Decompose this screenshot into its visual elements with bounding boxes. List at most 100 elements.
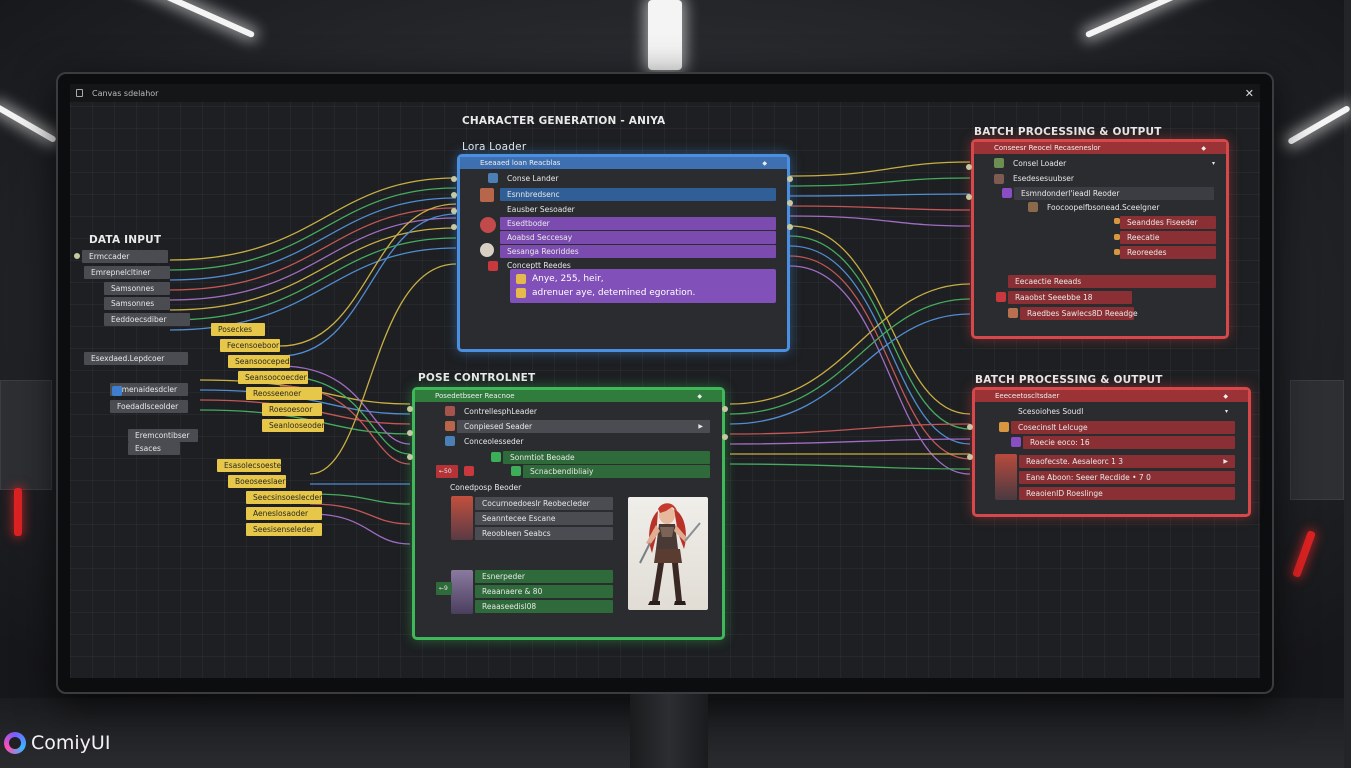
- batch-row[interactable]: Reecatie: [1120, 231, 1216, 244]
- node-port[interactable]: [451, 192, 457, 198]
- yellow-node[interactable]: Fecensoeboor: [220, 339, 280, 352]
- pose-row[interactable]: Scnacbendibliaiy: [523, 465, 710, 478]
- pose-row[interactable]: Sonmtiot Beoade: [503, 451, 710, 464]
- positive-prompt-textbox[interactable]: Anye, 255, heir, adrenuer aye, detemined…: [510, 269, 776, 303]
- node-header[interactable]: Eeeceetoscltsdaer ◆: [975, 390, 1248, 402]
- pose-row[interactable]: Conpiesed Seader▶: [457, 420, 710, 433]
- data-input-subrow[interactable]: Foedadlsceolder: [110, 400, 188, 413]
- collapse-icon[interactable]: ◆: [762, 159, 767, 167]
- window-titlebar: Canvas sdelahor ✕: [70, 84, 1260, 102]
- lora-row[interactable]: Conse Lander: [507, 174, 559, 183]
- canvas-screen[interactable]: Canvas sdelahor ✕: [70, 84, 1260, 678]
- batch-row[interactable]: Reaofecste. Aesaleorc 1 3▶: [1019, 455, 1235, 468]
- pose-row[interactable]: Esnerpeder: [475, 570, 613, 583]
- batch-row[interactable]: ReaoienID Roeslinge: [1019, 487, 1235, 500]
- batch-row[interactable]: Esmndonderl'ieadl Reoder: [1014, 187, 1214, 200]
- node-port[interactable]: [967, 454, 973, 460]
- batch-row[interactable]: Eecaectie Reeads: [1008, 275, 1216, 288]
- batch-row[interactable]: Reoreedes: [1120, 246, 1216, 259]
- batch-row[interactable]: Foocoopelfbsonead.Sceelgner: [1047, 203, 1160, 212]
- node-port[interactable]: [787, 200, 793, 206]
- node-port[interactable]: [722, 434, 728, 440]
- lora-row[interactable]: Esnnbredsenc: [500, 188, 776, 201]
- yellow-node[interactable]: Boeoseeslaer: [228, 475, 286, 488]
- node-header[interactable]: Eseaaed loan Reacblas ◆: [460, 157, 787, 169]
- lora-row[interactable]: Eausber Sesoader: [507, 205, 575, 214]
- batch-row[interactable]: Raaobst Seeebbe 18: [1008, 291, 1132, 304]
- yellow-node[interactable]: Seanlooseoder: [262, 419, 325, 432]
- image-thumb-icon: [480, 188, 494, 202]
- batch-output-node-bottom[interactable]: Eeeceetoscltsdaer ◆ Scesoiohes Soudl▾ Co…: [972, 387, 1251, 517]
- node-header[interactable]: Conseesr Reocel Recaseneslor ◆: [974, 142, 1226, 154]
- data-input-row[interactable]: Samsonnes: [104, 282, 170, 295]
- batch-row[interactable]: Raedbes Sawlecs8D Reeadge: [1020, 307, 1138, 320]
- yellow-node[interactable]: Roesoesoor: [262, 403, 322, 416]
- yellow-node[interactable]: Seansoocoecder: [238, 371, 308, 384]
- node-port[interactable]: [722, 406, 728, 412]
- pose-row[interactable]: Reaaseedisl08: [475, 600, 613, 613]
- yellow-node[interactable]: Seesisenseleder: [246, 523, 322, 536]
- lora-row[interactable]: Conceptt Reedes: [507, 261, 571, 270]
- pose-row[interactable]: Reoobleen Seabcs: [475, 527, 613, 540]
- input-port[interactable]: [74, 253, 80, 259]
- batch-row[interactable]: Eane Aboon: Seeer Recdide • 7 0: [1019, 471, 1235, 484]
- yellow-node[interactable]: Seansoocepedder: [228, 355, 302, 368]
- orange-tag-icon: [1114, 218, 1120, 224]
- batch-row[interactable]: Roecie eoco: 16: [1023, 436, 1235, 449]
- node-port[interactable]: [451, 208, 457, 214]
- data-input-row[interactable]: Samsonnes: [104, 297, 170, 310]
- data-input-row[interactable]: Eeddoecsdiber: [104, 313, 190, 326]
- node-port[interactable]: [407, 430, 413, 436]
- pose-row[interactable]: ContrellesphLeader: [464, 407, 537, 416]
- data-input-row[interactable]: Ermccader: [82, 250, 168, 263]
- pose-row[interactable]: Cocurnoedoeslr Reobecleder: [475, 497, 613, 510]
- lora-row[interactable]: Esedtboder: [500, 217, 776, 230]
- node-port[interactable]: [407, 454, 413, 460]
- collapse-icon[interactable]: ◆: [697, 392, 702, 400]
- data-input-row[interactable]: Emrepnelcltiner: [84, 266, 170, 279]
- pose-controlnet-node[interactable]: Posedetbseer Reacnoe ◆ ContrellesphLeade…: [412, 387, 725, 640]
- collapse-icon[interactable]: ◆: [1201, 144, 1206, 152]
- lora-loader-node[interactable]: Eseaaed loan Reacblas ◆ Conse Lander Esn…: [457, 154, 790, 352]
- close-icon[interactable]: ✕: [1244, 86, 1254, 100]
- lora-row[interactable]: Sesanga Reoriddes: [500, 245, 776, 258]
- node-port[interactable]: [787, 176, 793, 182]
- node-port[interactable]: [451, 176, 457, 182]
- batch-row[interactable]: Cosecinslt Lelcuge: [1011, 421, 1235, 434]
- data-input-subheader[interactable]: Esexdaed.Lepdcoer: [84, 352, 188, 365]
- batch-row[interactable]: Consel Loader▾: [1013, 159, 1215, 168]
- batch-row[interactable]: Esedesesuubser: [1013, 174, 1074, 183]
- node-port[interactable]: [966, 194, 972, 200]
- expand-arrow-icon[interactable]: ▶: [1223, 458, 1228, 465]
- expand-arrow-icon[interactable]: ▶: [698, 423, 703, 430]
- pose-chip[interactable]: ←9: [436, 582, 452, 595]
- node-port[interactable]: [967, 424, 973, 430]
- data-input-subrow[interactable]: Eremcontibser: [128, 429, 198, 442]
- yellow-node[interactable]: Seecsinsoeslecder: [246, 491, 322, 504]
- yellow-node[interactable]: Poseckes: [211, 323, 265, 336]
- pose-row[interactable]: Seanntecee Escane: [475, 512, 613, 525]
- lora-row[interactable]: Aoabsd Seccesay: [500, 231, 776, 244]
- batch-output-node-top[interactable]: Conseesr Reocel Recaseneslor ◆ Consel Lo…: [971, 139, 1229, 339]
- node-port[interactable]: [451, 224, 457, 230]
- data-input-subrow[interactable]: Esaces: [128, 442, 180, 455]
- node-header[interactable]: Posedetbseer Reacnoe ◆: [415, 390, 722, 402]
- node-port[interactable]: [787, 224, 793, 230]
- ceiling-light: [1084, 0, 1216, 39]
- batch-row[interactable]: Seanddes Fiseeder: [1120, 216, 1216, 229]
- data-input-subrow[interactable]: Emenaidesdcler: [110, 383, 188, 396]
- dropdown-arrow-icon[interactable]: ▾: [1224, 408, 1228, 415]
- pose-row[interactable]: Conedposp Beoder: [450, 483, 522, 492]
- pose-chip[interactable]: ←50: [436, 465, 458, 478]
- collapse-icon[interactable]: ◆: [1223, 392, 1228, 400]
- batch-row[interactable]: Scesoiohes Soudl▾: [1018, 407, 1228, 416]
- dropdown-arrow-icon[interactable]: ▾: [1211, 160, 1215, 167]
- lora-loader-heading: Lora Loader: [462, 141, 527, 153]
- pose-row[interactable]: Reaanaere & 80: [475, 585, 613, 598]
- yellow-node[interactable]: Reosseenoer: [246, 387, 322, 400]
- node-port[interactable]: [407, 406, 413, 412]
- node-port[interactable]: [966, 164, 972, 170]
- yellow-node[interactable]: Esasolecsoester: [217, 459, 284, 472]
- yellow-node[interactable]: Aeneslosaoder: [246, 507, 322, 520]
- pose-row[interactable]: Conceolesseder: [464, 437, 524, 446]
